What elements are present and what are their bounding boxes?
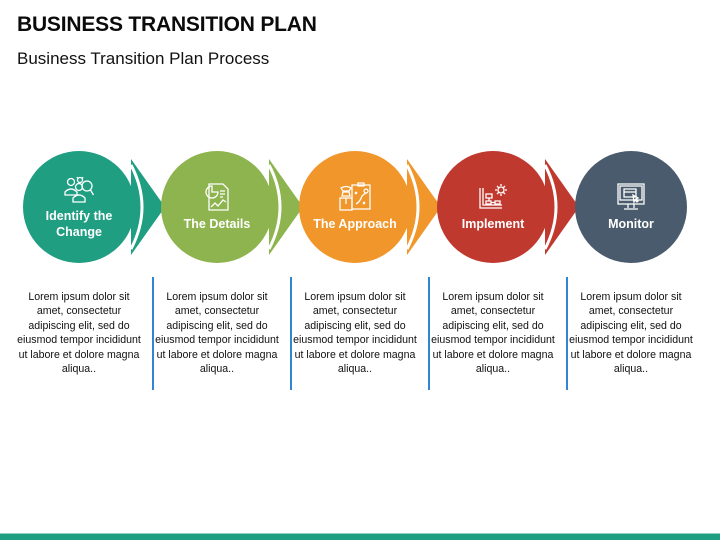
process-step-details: The Details (161, 151, 303, 263)
arrow-right-icon (543, 159, 579, 255)
arrow-right-icon (405, 159, 441, 255)
gear-flowchart-icon (476, 182, 510, 212)
arrow-right-icon (129, 159, 165, 255)
process-step-approach: The Approach (299, 151, 441, 263)
step-description: Lorem ipsum dolor sit amet, consectetur … (569, 291, 693, 376)
team-search-icon (62, 174, 96, 204)
column-divider (152, 277, 154, 390)
step-circle: Identify the Change (23, 151, 135, 263)
step-label: Monitor (608, 217, 654, 231)
step-circle: The Details (161, 151, 273, 263)
step-label: The Details (183, 217, 251, 231)
step-label: Implement (461, 217, 525, 231)
column-divider (566, 277, 568, 390)
page-title: BUSINESS TRANSITION PLAN (17, 13, 317, 36)
step-circle: The Approach (299, 151, 411, 263)
arrow-right-icon (267, 159, 303, 255)
report-chart-icon (200, 182, 234, 212)
step-circle: Monitor (575, 151, 687, 263)
step-description: Lorem ipsum dolor sit amet, consectetur … (293, 291, 417, 376)
strategy-board-icon (338, 182, 372, 212)
process-step-implement: Implement (437, 151, 579, 263)
column-divider (428, 277, 430, 390)
step-circle: Implement (437, 151, 549, 263)
step-description: Lorem ipsum dolor sit amet, consectetur … (155, 291, 279, 376)
column-divider (290, 277, 292, 390)
footer-accent-bar (0, 533, 720, 540)
process-step-monitor: Monitor (575, 151, 687, 263)
process-step-identify: Identify the Change (23, 151, 165, 263)
monitor-icon (614, 182, 648, 212)
step-label: Identify the Change (45, 209, 113, 239)
step-label: The Approach (313, 217, 397, 231)
step-description: Lorem ipsum dolor sit amet, consectetur … (431, 291, 555, 376)
page-subtitle: Business Transition Plan Process (17, 49, 270, 68)
step-description: Lorem ipsum dolor sit amet, consectetur … (17, 291, 141, 376)
